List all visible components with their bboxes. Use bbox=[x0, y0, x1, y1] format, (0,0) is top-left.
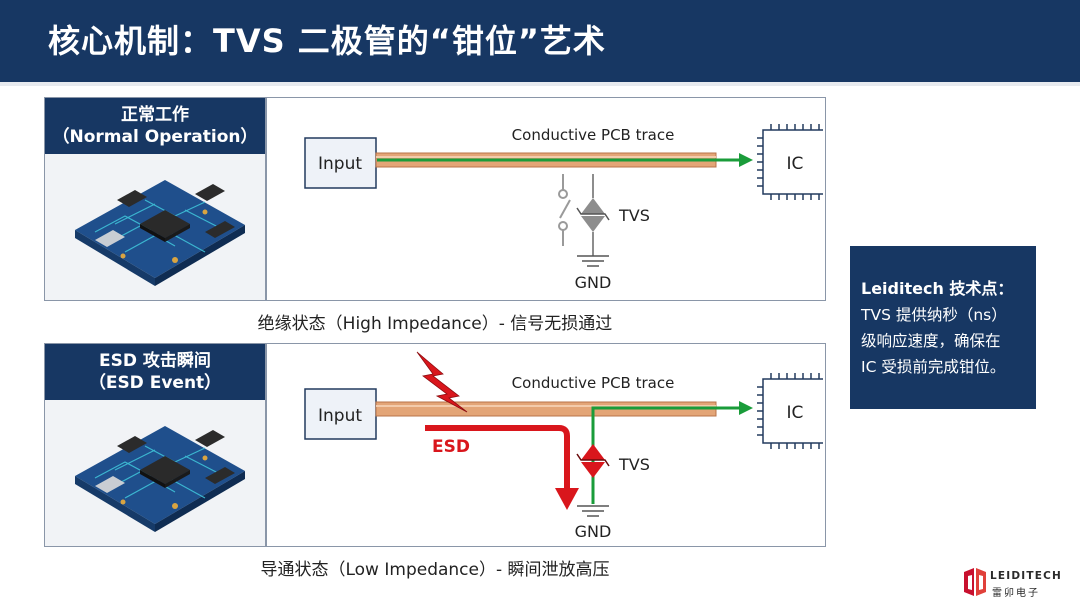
leiditech-logo-icon bbox=[964, 568, 986, 596]
panel-tag-normal: 正常工作 （Normal Operation） bbox=[45, 98, 265, 154]
brand-logo: LEIDITECH 雷卯电子 bbox=[960, 566, 1076, 600]
input-box bbox=[304, 388, 377, 440]
signal-path bbox=[591, 406, 743, 504]
panel-esd-event: ESD 攻击瞬间 （ESD Event） bbox=[44, 343, 826, 547]
note-line-3: IC 受损前完成钳位。 bbox=[861, 358, 1006, 376]
input-label: Input bbox=[318, 154, 362, 174]
caption-esd: 导通状态（Low Impedance）- 瞬间泄放高压 bbox=[260, 560, 610, 580]
panel-normal-operation: 正常工作 （Normal Operation） bbox=[44, 97, 826, 301]
ic-label: IC bbox=[787, 154, 804, 174]
esd-label: ESD bbox=[432, 437, 470, 457]
circuit-diagram-esd: Input Conductive PCB trace ESD IC bbox=[304, 351, 823, 541]
ic-chip-icon bbox=[757, 373, 823, 449]
trace-label: Conductive PCB trace bbox=[512, 374, 675, 392]
logo-brand-cn-text: 雷卯电子 bbox=[992, 588, 1040, 599]
panel-tag-line2: （Normal Operation） bbox=[52, 127, 258, 147]
tech-note-box: Leiditech 技术点： TVS 提供纳秒（ns） 级响应速度，确保在 IC… bbox=[850, 246, 1036, 409]
ic-chip-icon bbox=[757, 124, 823, 200]
tvs-diode-icon bbox=[576, 444, 610, 478]
esd-arrowhead bbox=[555, 488, 579, 510]
header-bar: 核心机制：TVS 二极管的“钳位”艺术 bbox=[0, 0, 1080, 82]
gnd-label: GND bbox=[575, 522, 612, 541]
ground-icon bbox=[577, 255, 609, 267]
panel-divider bbox=[265, 98, 267, 300]
tvs-label: TVS bbox=[618, 206, 650, 225]
panel-tag-line1: 正常工作 bbox=[121, 105, 189, 125]
input-label: Input bbox=[318, 406, 362, 426]
page-title: 核心机制：TVS 二极管的“钳位”艺术 bbox=[48, 22, 606, 60]
tvs-diode-icon bbox=[576, 174, 610, 256]
panel-tag-line1: ESD 攻击瞬间 bbox=[99, 351, 211, 371]
pcb-board-icon bbox=[75, 180, 245, 286]
circuit-diagram-normal: Input Conductive PCB trace IC bbox=[304, 124, 823, 292]
switch-open-icon bbox=[558, 174, 571, 246]
note-line-1: TVS 提供纳秒（ns） bbox=[861, 306, 1007, 324]
ic-label: IC bbox=[787, 403, 804, 423]
esd-current-path bbox=[425, 425, 570, 490]
lightning-icon bbox=[416, 351, 468, 413]
signal-arrowhead bbox=[739, 153, 753, 167]
note-title: Leiditech 技术点： bbox=[861, 279, 1014, 298]
panel-divider bbox=[265, 344, 267, 546]
caption-normal: 绝缘状态（High Impedance）- 信号无损通过 bbox=[257, 314, 613, 334]
logo-brand-text: LEIDITECH bbox=[990, 570, 1063, 582]
panel-tag-esd: ESD 攻击瞬间 （ESD Event） bbox=[45, 344, 265, 400]
signal-arrowhead bbox=[739, 401, 753, 415]
trace-label: Conductive PCB trace bbox=[512, 126, 675, 144]
ground-icon bbox=[577, 505, 609, 517]
panel-tag-line2: （ESD Event） bbox=[88, 373, 222, 393]
tvs-label: TVS bbox=[618, 455, 650, 474]
note-line-2: 级响应速度，确保在 bbox=[861, 332, 1001, 350]
gnd-label: GND bbox=[575, 273, 612, 292]
header-divider bbox=[0, 82, 1080, 86]
pcb-board-icon bbox=[75, 426, 245, 532]
